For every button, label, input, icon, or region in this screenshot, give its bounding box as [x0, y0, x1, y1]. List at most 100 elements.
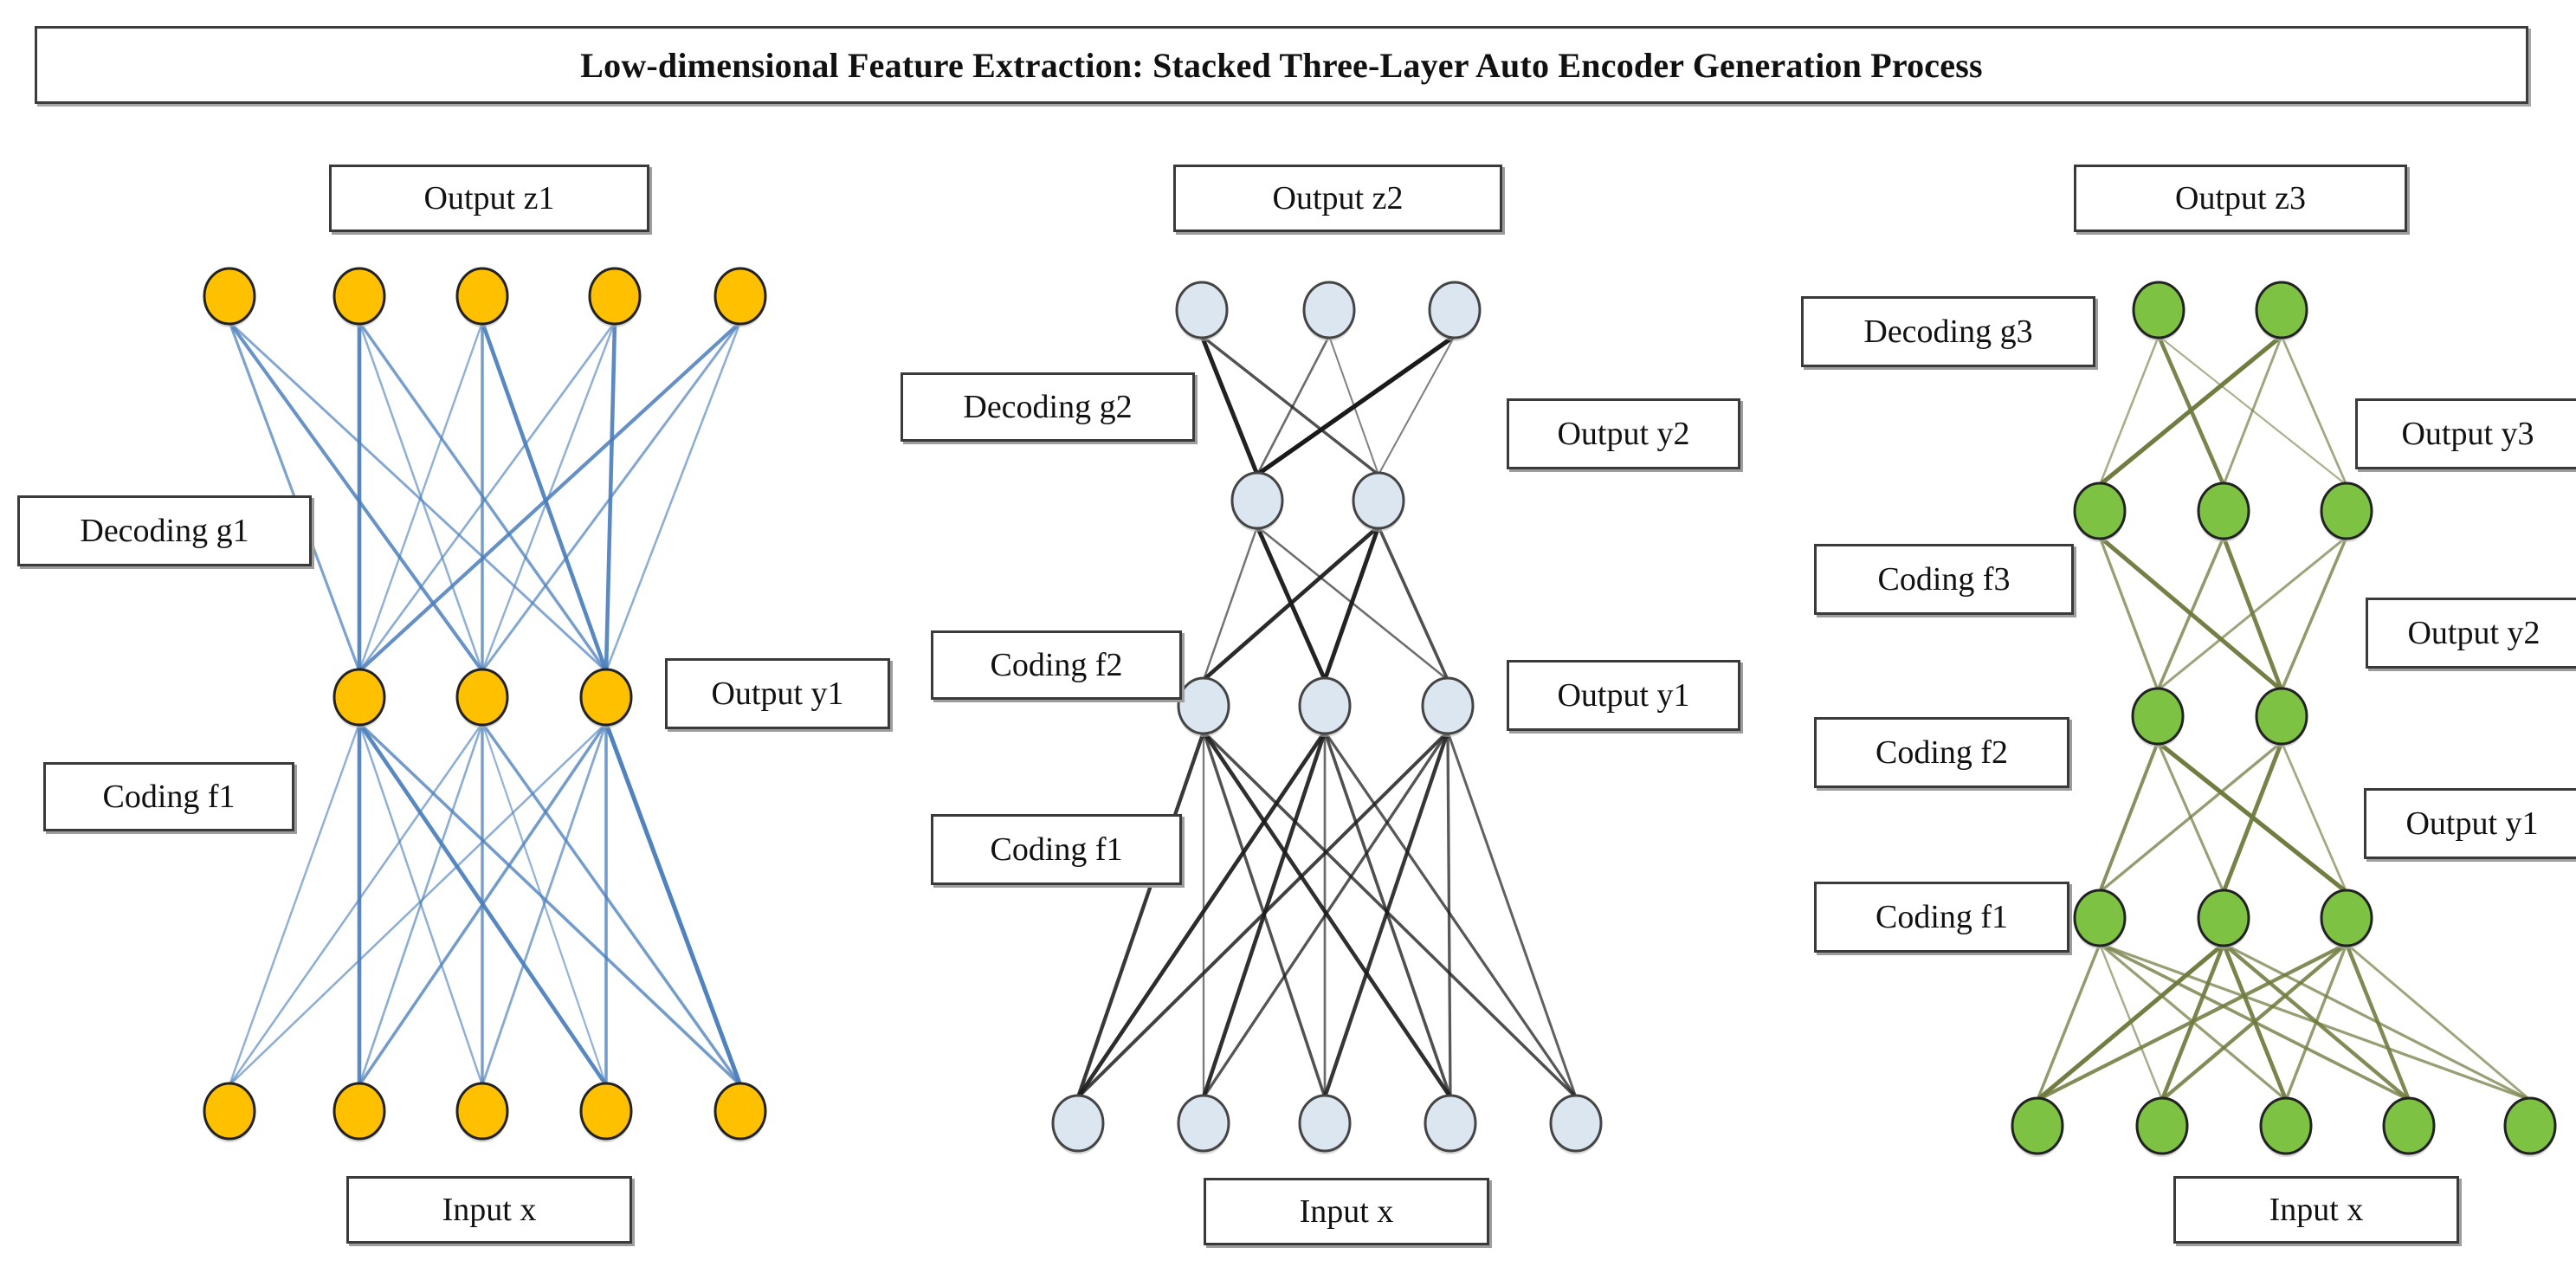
neuron-node[interactable]: [2255, 281, 2308, 339]
page-title: Low-dimensional Feature Extraction: Stac…: [580, 45, 1983, 85]
connection-edge: [1256, 333, 1456, 477]
neuron-node[interactable]: [455, 668, 509, 727]
output-layer-z3: [2132, 281, 2308, 341]
neuron-node[interactable]: [1230, 471, 1284, 530]
connection-edge: [1322, 731, 1450, 1098]
connection-edge: [1075, 731, 1206, 1098]
neuron-node[interactable]: [1298, 676, 1352, 735]
connection-edge: [2098, 740, 2283, 894]
label-box-coding-f1: Coding f1: [43, 762, 294, 831]
neuron-node[interactable]: [2320, 889, 2373, 947]
neuron-node[interactable]: [1177, 1094, 1230, 1153]
neuron-node[interactable]: [1051, 1094, 1105, 1153]
neuron-node[interactable]: [1352, 471, 1405, 530]
connection-edge: [2221, 741, 2284, 893]
neuron-node[interactable]: [579, 1082, 633, 1141]
neuron-node[interactable]: [1177, 676, 1230, 735]
connection-edge: [1202, 731, 1449, 1098]
neuron-node[interactable]: [2255, 687, 2308, 746]
neuron-node[interactable]: [1424, 1094, 1477, 1153]
connection-edge: [358, 321, 484, 672]
edge-group: [228, 320, 743, 1087]
input-layer-x: [2011, 1096, 2557, 1157]
connection-edge: [2280, 741, 2348, 893]
title-banner: Low-dimensional Feature Extraction: Stac…: [35, 26, 2528, 104]
connection-edge: [1202, 525, 1380, 682]
connection-edge: [1202, 730, 1578, 1099]
label-box-output-y2: Output y2: [1507, 398, 1740, 469]
neuron-node[interactable]: [2197, 482, 2250, 540]
neuron-node[interactable]: [713, 267, 767, 326]
connection-edge: [2036, 942, 2225, 1102]
neuron-node[interactable]: [1421, 676, 1475, 735]
neuron-node[interactable]: [1428, 281, 1482, 339]
connection-edge: [480, 321, 609, 672]
label-text: Output z3: [2175, 180, 2306, 217]
label-text: Coding f1: [1875, 899, 2009, 935]
neuron-node[interactable]: [332, 267, 386, 326]
neuron-node[interactable]: [2131, 687, 2185, 746]
connection-edge: [2160, 942, 2348, 1102]
label-box-coding-f3: Coding f3: [1814, 544, 2074, 615]
label-text: Input x: [442, 1192, 537, 1228]
neuron-node[interactable]: [2503, 1096, 2557, 1155]
connection-edge: [2157, 535, 2347, 692]
output-layer-z1: [203, 267, 767, 327]
label-text: Output y1: [2405, 805, 2539, 842]
neuron-node[interactable]: [2259, 1096, 2313, 1155]
connection-edge: [228, 722, 484, 1086]
label-box-input-x: Input x: [1204, 1178, 1489, 1245]
neuron-node[interactable]: [2132, 281, 2185, 339]
input-layer-x: [1051, 1094, 1603, 1154]
neuron-node[interactable]: [332, 1082, 386, 1141]
label-box-output-y1: Output y1: [1507, 660, 1740, 731]
label-text: Output y1: [1557, 677, 1690, 714]
label-box-output-y3: Output y3: [2355, 398, 2576, 469]
connection-edge: [604, 722, 743, 1086]
neuron-node[interactable]: [2135, 1096, 2189, 1155]
neuron-node[interactable]: [2382, 1096, 2436, 1155]
neuron-node[interactable]: [2197, 889, 2250, 947]
neuron-node[interactable]: [1302, 281, 1356, 339]
label-text: Coding f2: [1875, 734, 2009, 771]
label-text: Coding f3: [1877, 561, 2011, 598]
neuron-node[interactable]: [1549, 1094, 1603, 1153]
neuron-node[interactable]: [203, 267, 256, 326]
connection-edge: [2280, 536, 2348, 691]
connection-edge: [2037, 942, 2347, 1102]
neuron-node[interactable]: [2011, 1096, 2064, 1155]
connection-edge: [1076, 730, 1449, 1099]
label-box-coding-f2: Coding f2: [1814, 717, 2069, 788]
connection-edge: [2346, 942, 2531, 1102]
connection-edge: [1076, 730, 1327, 1099]
neuron-node[interactable]: [579, 668, 633, 727]
neuron-node[interactable]: [2073, 889, 2127, 947]
label-box-coding-f2: Coding f2: [931, 630, 1182, 700]
neuron-node[interactable]: [203, 1082, 256, 1141]
label-box-input-x: Input x: [346, 1176, 632, 1244]
label-box-coding-f1: Coding f1: [931, 814, 1182, 885]
label-text: Output y1: [711, 676, 844, 712]
hidden-layer-y1: [2073, 889, 2373, 949]
neuron-node[interactable]: [588, 267, 642, 326]
connection-edge: [1446, 731, 1452, 1098]
connection-edge: [229, 722, 607, 1086]
neuron-node[interactable]: [455, 267, 509, 326]
hidden-layer-y1: [332, 668, 633, 728]
label-box-coding-f1: Coding f1: [1814, 882, 2069, 953]
neuron-node[interactable]: [713, 1082, 767, 1141]
connection-edge: [228, 722, 361, 1086]
connection-edge: [604, 321, 742, 672]
neuron-node[interactable]: [455, 1082, 509, 1141]
neuron-node[interactable]: [1298, 1094, 1352, 1153]
neuron-node[interactable]: [1175, 281, 1229, 339]
connection-edge: [1378, 335, 1456, 475]
neuron-node[interactable]: [332, 668, 386, 727]
connection-edge: [2156, 536, 2225, 691]
neuron-node[interactable]: [2320, 482, 2373, 540]
hidden-layer-y1: [1177, 676, 1475, 737]
two-layer-stacked-autoencoder: [1051, 281, 1603, 1154]
neuron-node[interactable]: [2073, 482, 2127, 540]
connection-edge: [481, 721, 742, 1087]
